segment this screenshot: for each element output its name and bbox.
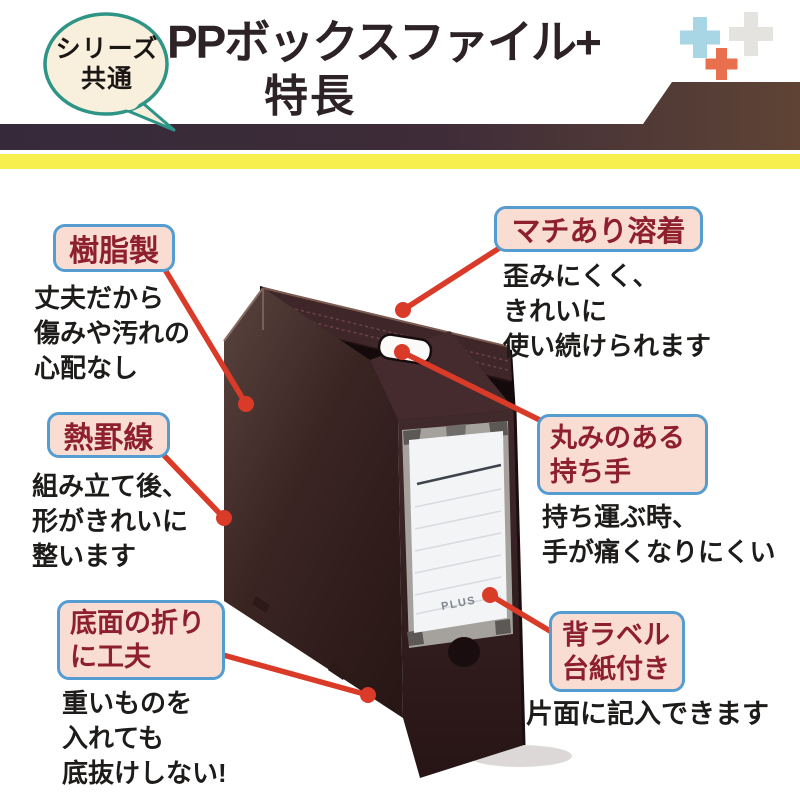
feature-tag-label: 熱罫線 [63,422,154,455]
callout-dot-handle [394,344,410,360]
series-badge-line2: 共通 [80,65,133,93]
callout-dot-spine [482,587,498,603]
callout-line-handle [399,349,563,433]
page-subtitle: 特長 [264,72,356,121]
callout-line-resin [155,255,249,407]
callout-dot-resin [238,396,254,412]
finger-hole [448,637,480,667]
feature-tag-label: に工夫 [70,642,151,672]
feature-tag-bottom-fold: 底面の折り に工夫 [57,600,225,680]
feature-desc-bottom-fold: 重いものを 入れても 底抜けしない! [62,688,227,788]
feature-tag-resin: 樹脂製 [53,224,175,272]
yellow-stripe [0,154,800,169]
feature-tag-heatline: 熱罫線 [47,412,170,458]
feature-tag-label: 底面の折り [70,608,205,638]
series-badge-line1: シリーズ [55,35,159,63]
callout-line-bottom [202,647,371,698]
feature-desc-resin: 丈夫だから 傷みや汚れの 心配なし [34,283,191,383]
feature-tag-label: 樹脂製 [69,235,159,268]
callout-line-gusset [400,235,518,313]
feature-desc-heatline: 組み立て後、 形がきれいに 整います [32,471,189,571]
feature-tag-label: 持ち手 [550,456,631,487]
series-badge-bubble [43,12,176,132]
feature-tag-handle: 丸みのある 持ち手 [537,414,708,495]
callout-connectors [152,235,568,698]
plus-decoration-orange-icon [705,48,738,80]
feature-tag-gusset: マチあり溶着 [494,206,703,252]
feature-tag-label: 丸みのある [550,422,685,453]
callout-line-heatline [152,443,227,521]
feature-desc-gusset: 歪みにくく、 きれいに 使い続けられます [503,261,712,361]
callout-dots [216,302,498,703]
plus-decoration-gray-icon [729,12,773,56]
page-title: PPボックスファイル+ [167,16,602,68]
plus-decoration-blue-icon [680,17,720,58]
callout-dot-heatline [216,510,232,526]
feature-tag-label: マチあり溶着 [511,216,686,248]
feature-desc-handle: 持ち運ぶ時、 手が痛くなりにくい [542,502,776,567]
callout-dot-bottom [360,687,376,703]
feature-tag-label: 台紙付き [562,653,670,684]
feature-tag-spine-label: 背ラベル 台紙付き [549,611,685,692]
callout-dot-gusset [395,302,411,318]
box-left-panel [224,288,403,718]
feature-desc-spine-label: 片面に記入できます [526,699,769,729]
series-badge: シリーズ 共通 [46,34,168,94]
feature-tag-label: 背ラベル [562,619,670,650]
header-band [0,82,800,150]
